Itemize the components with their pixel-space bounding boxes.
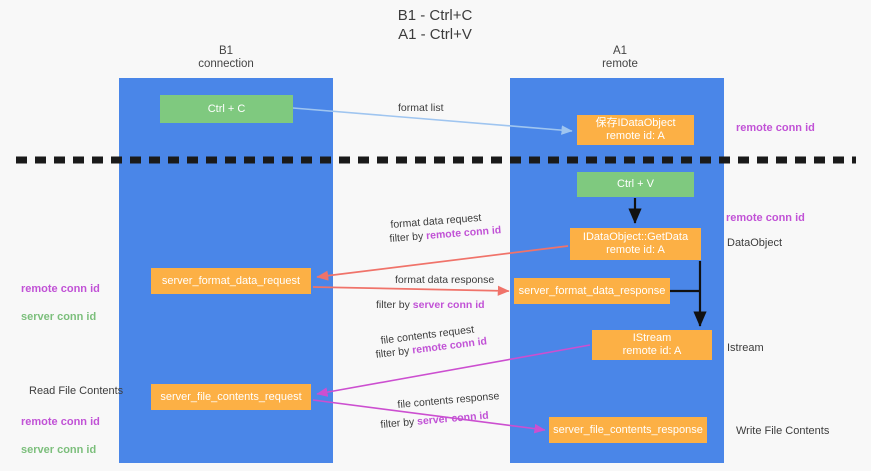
edge-format-data-response xyxy=(312,285,510,296)
node-server-file-contents-request[interactable]: server_file_contents_request xyxy=(151,384,311,410)
node-server-format-data-request-label: server_format_data_request xyxy=(161,274,301,287)
edge-label-format-list: format list xyxy=(398,102,444,114)
node-istream-remote-id: remote id: A xyxy=(622,345,682,357)
node-server-format-data-request[interactable]: server_format_data_request xyxy=(151,268,311,294)
annotation-read-file-contents: Read File Contents xyxy=(29,385,124,397)
edge-label-file-contents-response: file contents response xyxy=(397,390,500,411)
annotation-remote-conn-id-mid: remote conn id xyxy=(726,212,805,224)
column-header-a1: A1 remote xyxy=(602,45,638,70)
annotation-left-remote-conn-id: remote conn id xyxy=(21,283,100,295)
node-save-idataobject-remote-id: remote id: A xyxy=(606,130,665,142)
node-idataobject-getdata[interactable]: IDataObject::GetData remote id: A xyxy=(570,228,701,260)
filter-prefix: filter by xyxy=(380,415,418,431)
annotation-left-server-conn-id: server conn id xyxy=(21,311,97,323)
edge-label-format-data-response-filter: filter by server conn id xyxy=(376,299,485,312)
annotation-left-conn-ids-top: remote conn id server conn id xyxy=(21,268,100,338)
node-save-idataobject-label: 保存IDataObject xyxy=(595,117,676,129)
annotation-remote-conn-id-top: remote conn id xyxy=(736,122,815,134)
node-ctrl-v-label: Ctrl + V xyxy=(617,178,654,190)
annotation-istream: Istream xyxy=(727,342,764,354)
filter-prefix: filter by xyxy=(389,230,427,245)
column-header-b1: B1 connection xyxy=(198,45,254,70)
edge-label-format-data-response: format data response xyxy=(395,274,495,286)
node-istream[interactable]: IStream remote id: A xyxy=(592,330,712,360)
annotation-dataobject: DataObject xyxy=(727,237,783,249)
node-idataobject-getdata-remote-id: remote id: A xyxy=(606,244,665,256)
annotation-left-remote-conn-id-2: remote conn id xyxy=(21,416,100,428)
node-server-format-data-response-label: server_format_data_response xyxy=(518,284,666,297)
filter-key: server conn id xyxy=(416,409,490,428)
filter-key: server conn id xyxy=(412,299,485,311)
node-save-idataobject[interactable]: 保存IDataObject remote id: A xyxy=(577,115,694,145)
node-server-file-contents-response-label: server_file_contents_response xyxy=(553,423,703,436)
annotation-left-conn-ids-bottom: remote conn id server conn id xyxy=(21,401,100,471)
page-title: B1 - Ctrl+C A1 - Ctrl+V xyxy=(397,7,473,43)
node-server-format-data-response[interactable]: server_format_data_response xyxy=(514,278,670,304)
node-ctrl-c[interactable]: Ctrl + C xyxy=(160,95,293,123)
node-server-file-contents-request-label: server_file_contents_request xyxy=(160,390,302,403)
node-ctrl-c-label: Ctrl + C xyxy=(207,102,246,115)
annotation-left-server-conn-id-2: server conn id xyxy=(21,444,97,456)
filter-prefix: filter by xyxy=(376,299,413,311)
node-idataobject-getdata-label: IDataObject::GetData xyxy=(582,231,689,243)
edge-label-file-contents-response-filter: filter by server conn id xyxy=(380,410,489,432)
annotation-write-file-contents: Write File Contents xyxy=(736,425,830,437)
node-ctrl-v[interactable]: Ctrl + V xyxy=(577,172,694,197)
node-server-file-contents-response[interactable]: server_file_contents_response xyxy=(549,417,707,443)
node-istream-label: IStream xyxy=(632,332,672,344)
